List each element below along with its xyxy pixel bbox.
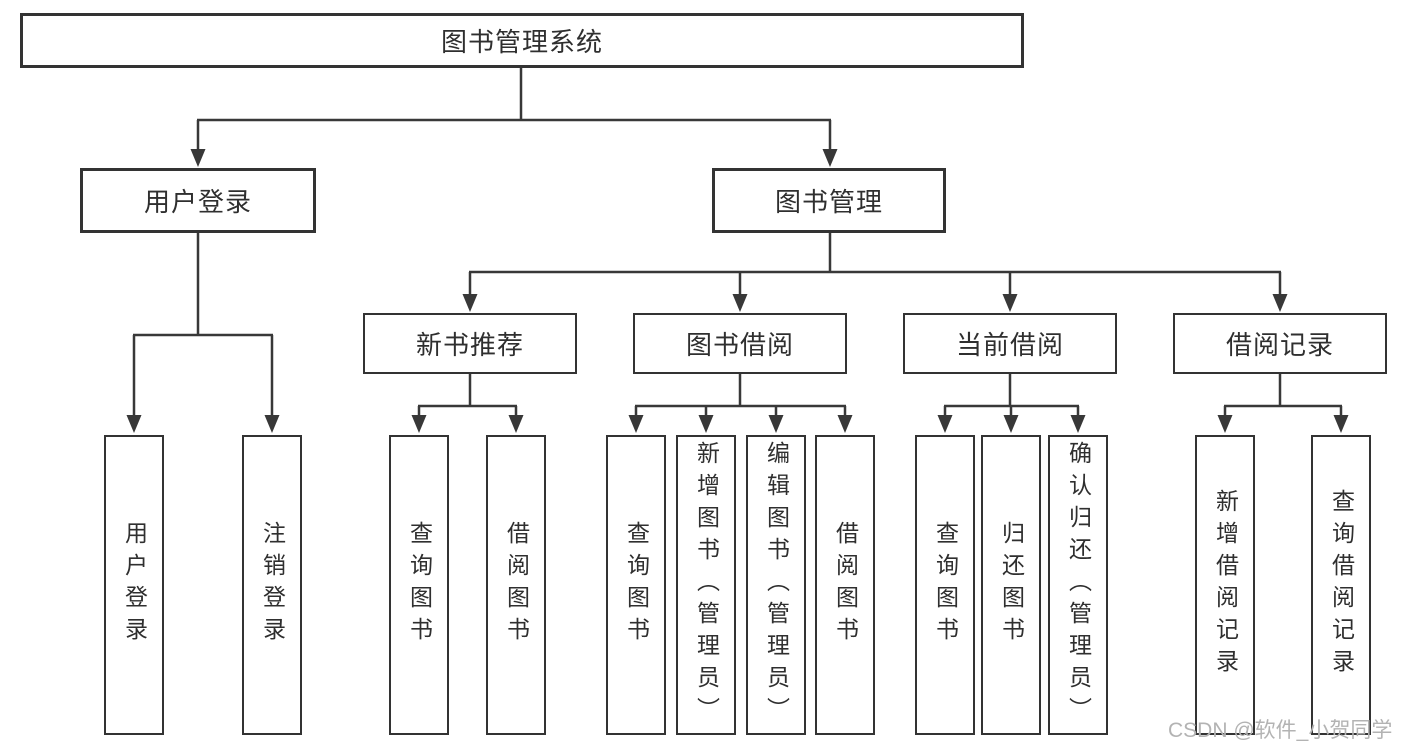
node-user-login-label: 用户登录 xyxy=(143,187,252,217)
leaf-borrow-query-book-label: 查询图书 xyxy=(623,521,650,649)
leaf-logout-label: 注销登录 xyxy=(259,521,286,649)
node-borrow-record: 借阅记录 xyxy=(1173,313,1387,374)
node-borrow-record-label: 借阅记录 xyxy=(1225,330,1334,360)
node-book-borrow-label: 图书借阅 xyxy=(685,330,794,360)
leaf-borrow-add-book-admin: 新增图书（管理员） xyxy=(676,435,736,735)
leaf-record-query-record-label: 查询借阅记录 xyxy=(1328,489,1355,681)
leaf-user-login-label: 用户登录 xyxy=(121,521,148,649)
node-user-login: 用户登录 xyxy=(80,168,316,233)
node-book-management-label: 图书管理 xyxy=(774,187,883,217)
node-book-management: 图书管理 xyxy=(712,168,946,233)
leaf-logout: 注销登录 xyxy=(242,435,302,735)
leaf-current-return-book-label: 归还图书 xyxy=(998,521,1025,649)
node-new-book-recommend: 新书推荐 xyxy=(363,313,577,374)
leaf-record-query-record: 查询借阅记录 xyxy=(1311,435,1371,735)
node-book-borrow: 图书借阅 xyxy=(633,313,847,374)
leaf-current-confirm-return-admin-label: 确认归还（管理员） xyxy=(1065,441,1092,729)
leaf-borrow-edit-book-admin-label: 编辑图书（管理员） xyxy=(763,441,790,729)
leaf-current-query-book-label: 查询图书 xyxy=(932,521,959,649)
leaf-borrow-add-book-admin-label: 新增图书（管理员） xyxy=(693,441,720,729)
leaf-current-confirm-return-admin: 确认归还（管理员） xyxy=(1048,435,1108,735)
leaf-current-query-book: 查询图书 xyxy=(915,435,975,735)
node-root-label: 图书管理系统 xyxy=(440,27,603,57)
node-current-borrow: 当前借阅 xyxy=(903,313,1117,374)
node-new-book-recommend-label: 新书推荐 xyxy=(415,330,524,360)
node-root: 图书管理系统 xyxy=(20,13,1024,68)
csdn-watermark: CSDN @软件_小贺同学 xyxy=(1168,719,1393,742)
leaf-recommend-borrow-book-label: 借阅图书 xyxy=(503,521,530,649)
leaf-recommend-query-book: 查询图书 xyxy=(389,435,449,735)
leaf-borrow-query-book: 查询图书 xyxy=(606,435,666,735)
leaf-borrow-borrow-book-label: 借阅图书 xyxy=(832,521,859,649)
node-current-borrow-label: 当前借阅 xyxy=(955,330,1064,360)
leaf-record-add-record-label: 新增借阅记录 xyxy=(1212,489,1239,681)
leaf-current-return-book: 归还图书 xyxy=(981,435,1041,735)
leaf-user-login: 用户登录 xyxy=(104,435,164,735)
leaf-borrow-edit-book-admin: 编辑图书（管理员） xyxy=(746,435,806,735)
leaf-recommend-query-book-label: 查询图书 xyxy=(406,521,433,649)
leaf-borrow-borrow-book: 借阅图书 xyxy=(815,435,875,735)
connector-segments xyxy=(132,68,1343,416)
leaf-record-add-record: 新增借阅记录 xyxy=(1195,435,1255,735)
leaf-recommend-borrow-book: 借阅图书 xyxy=(486,435,546,735)
